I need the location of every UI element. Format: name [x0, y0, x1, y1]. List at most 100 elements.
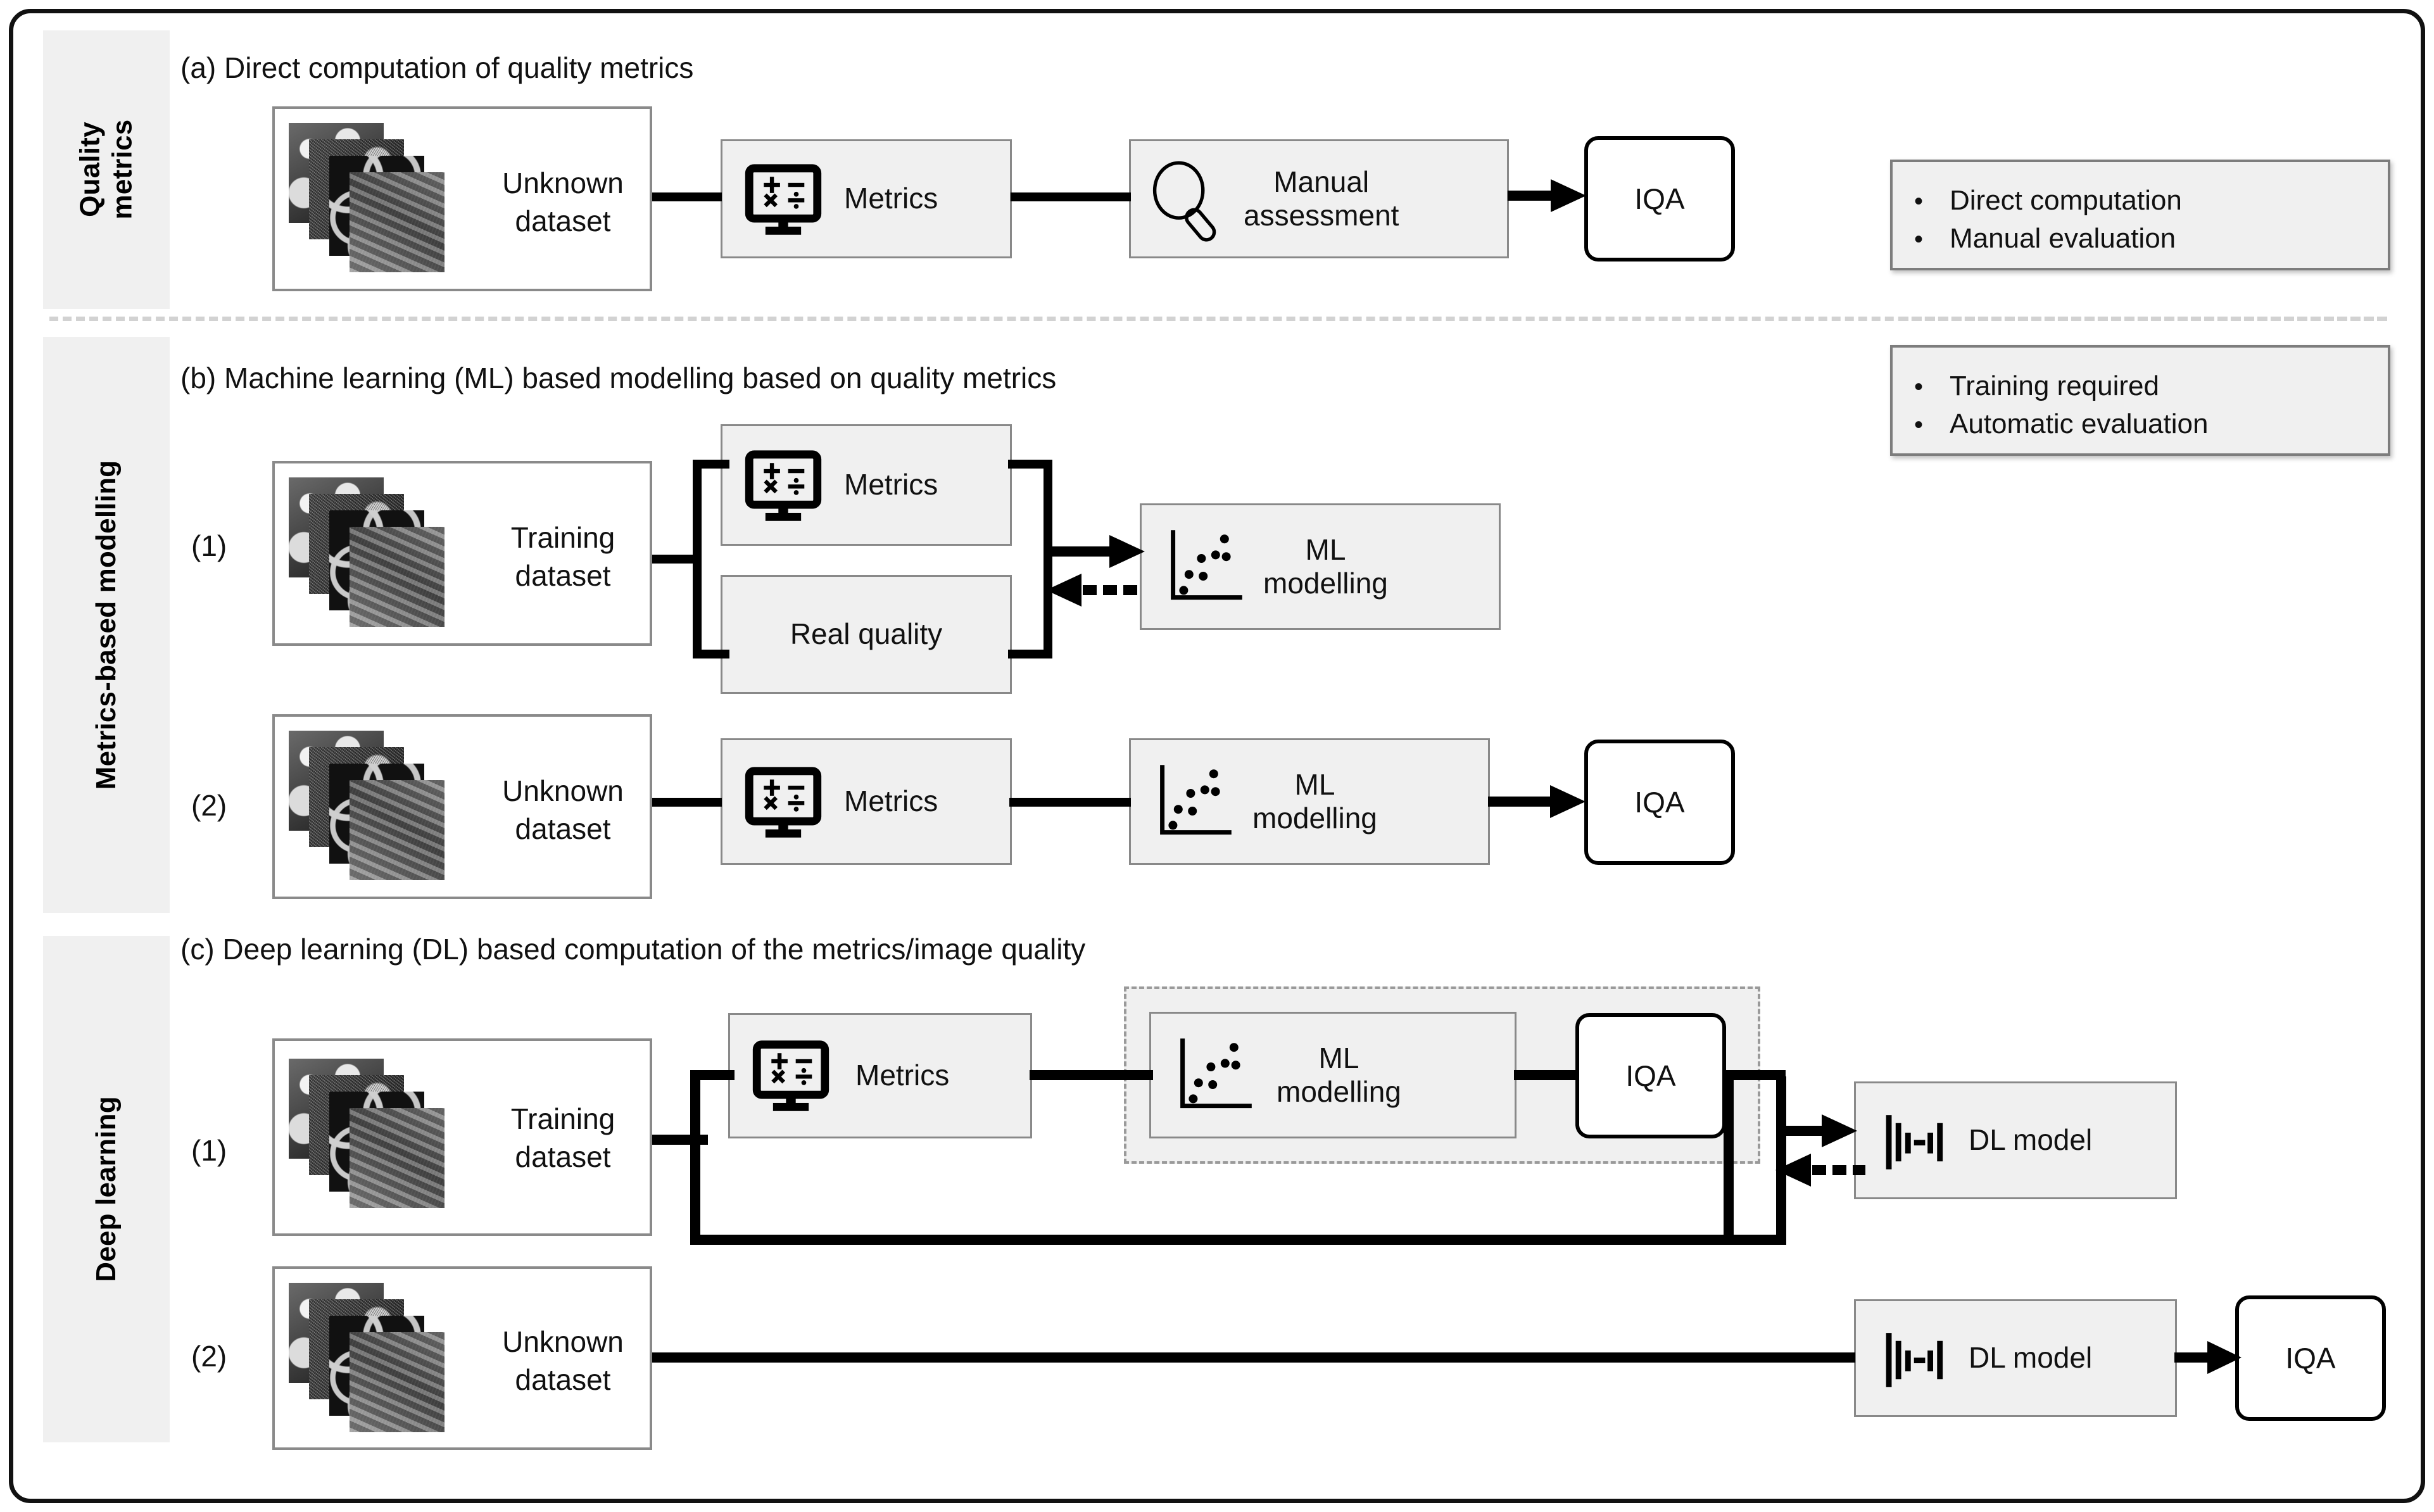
connector-c1-bypass-up	[1776, 1076, 1786, 1245]
row-index-b2: (2)	[191, 789, 227, 822]
thumbnail-waves	[350, 172, 445, 272]
dl-model-box-c2[interactable]: DL model	[1854, 1299, 2177, 1417]
legend-ml-list: • Training required • Automatic evaluation	[1914, 370, 2369, 440]
image-stack-c1	[289, 1059, 485, 1218]
section-c-heading: (c) Deep learning (DL) based computation…	[180, 933, 1086, 966]
metrics-box-c1[interactable]: Metrics	[728, 1013, 1032, 1138]
monitor-calculator-icon	[745, 767, 822, 838]
row-index-c1: (1)	[191, 1134, 227, 1167]
metrics-label-b1: Metrics	[844, 468, 938, 501]
legend-ml: • Training required • Automatic evaluation	[1890, 345, 2390, 456]
connector-c1-iqa-right	[1724, 1070, 1786, 1080]
connector-metrics-manual-a	[1011, 192, 1131, 201]
legend-item: •Manual evaluation	[1914, 223, 2369, 255]
metrics-label-a: Metrics	[844, 182, 938, 215]
connector-c1-metrics-to-ml	[1030, 1070, 1153, 1080]
sidebar-label-deep-learning-text: Deep learning	[91, 1096, 122, 1282]
monitor-calculator-icon	[745, 450, 822, 521]
connector-b2-dataset-metrics	[652, 798, 722, 807]
arrow-c1-to-dl	[1776, 1114, 1857, 1147]
connector-b1-merge-realquality	[1008, 650, 1052, 658]
connector-b1-merge-metrics	[1008, 460, 1052, 469]
connector-c1-to-metrics	[690, 1070, 735, 1080]
iqa-box-c1[interactable]: IQA	[1575, 1013, 1726, 1138]
sidebar-label-metrics-based-modelling: Metrics-based modelling	[43, 337, 170, 913]
section-separator-b-c	[1900, 317, 2387, 321]
connector-dataset-metrics-a	[652, 192, 722, 201]
dl-model-box-c1[interactable]: DL model	[1854, 1081, 2177, 1199]
arrow-c2-dl-to-iqa	[2174, 1341, 2242, 1374]
neural-bars-icon	[1886, 1115, 1943, 1169]
thumbnail-waves	[350, 1108, 445, 1208]
scatter-plot-icon	[1171, 530, 1242, 600]
legend-item: • Automatic evaluation	[1914, 408, 2369, 440]
connector-c2-dataset-to-dl	[652, 1352, 1855, 1363]
legend-item: • Training required	[1914, 370, 2369, 402]
metrics-box-a[interactable]: Metrics	[721, 139, 1012, 258]
legend-item-text: Direct computation	[1950, 185, 2182, 216]
monitor-calculator-icon	[745, 164, 822, 235]
real-quality-label: Real quality	[790, 617, 943, 651]
iqa-box-c2[interactable]: IQA	[2235, 1295, 2386, 1421]
sidebar-label-metrics-based-modelling-text: Metrics-based modelling	[91, 460, 122, 790]
connector-c1-bottom-bypass	[690, 1235, 1786, 1245]
real-quality-box[interactable]: Real quality	[721, 575, 1012, 694]
arrow-c1-dl-feedback-dashed	[1775, 1154, 1865, 1187]
sidebar-label-deep-learning: Deep learning	[43, 936, 170, 1442]
magnifier-icon	[1152, 161, 1216, 242]
image-stack-b2	[289, 731, 485, 888]
arrow-manual-to-iqa	[1508, 179, 1586, 212]
connector-b1-to-metrics	[693, 460, 729, 469]
connector-b2-metrics-ml	[1009, 798, 1131, 807]
row-index-c2: (2)	[191, 1340, 227, 1373]
metrics-box-b1[interactable]: Metrics	[721, 424, 1012, 546]
legend-item-text: Automatic evaluation	[1950, 408, 2209, 439]
monitor-calculator-icon	[752, 1040, 829, 1111]
legend-quality-metrics-list: • Direct computation •Manual evaluation	[1914, 185, 2369, 255]
dl-model-label-c2: DL model	[1969, 1341, 2093, 1375]
image-stack-c2	[289, 1283, 485, 1440]
image-stack-b1	[289, 477, 485, 634]
iqa-box-a[interactable]: IQA	[1584, 136, 1735, 261]
metrics-label-b2: Metrics	[844, 784, 938, 818]
bullet-icon: •	[1914, 225, 1924, 253]
legend-item-text: Training required	[1950, 370, 2159, 401]
connector-b1-dataset-stub	[652, 555, 702, 564]
bullet-icon: •	[1914, 411, 1924, 439]
neural-bars-icon	[1886, 1333, 1943, 1387]
connector-c1-ml-to-iqa	[1514, 1070, 1579, 1080]
connector-b1-bracket-left	[693, 460, 702, 658]
bullet-icon: •	[1914, 373, 1924, 401]
iqa-box-b2[interactable]: IQA	[1584, 740, 1735, 865]
legend-quality-metrics: • Direct computation •Manual evaluation	[1890, 160, 2390, 270]
metrics-box-b2[interactable]: Metrics	[721, 738, 1012, 865]
connector-c1-iqa-down	[1724, 1070, 1734, 1245]
connector-b1-bracket-right	[1044, 460, 1052, 658]
image-stack-a	[289, 123, 485, 280]
bullet-icon: •	[1914, 187, 1924, 215]
arrow-b1-to-ml	[1044, 535, 1145, 568]
legend-item: • Direct computation	[1914, 185, 2369, 217]
arrow-b1-feedback-dashed	[1046, 574, 1137, 607]
connector-b1-to-realquality	[693, 650, 729, 658]
